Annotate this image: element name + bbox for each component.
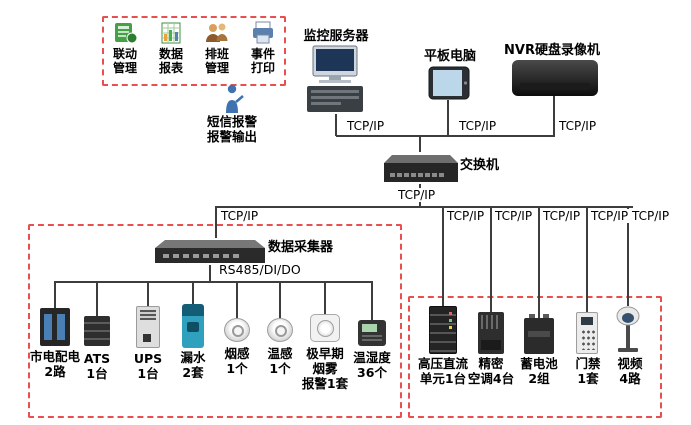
early-smoke-label: 极早期 烟雾 报警1套 [301, 346, 349, 391]
bus-line [215, 206, 633, 208]
battery-label: 蓄电池 2组 [520, 356, 558, 386]
schedule-management-icon [204, 21, 230, 45]
connector-line [192, 283, 194, 304]
temp-detector-icon [267, 318, 293, 342]
bus-line [336, 135, 555, 137]
monitor-server-label: 监控服务器 [303, 29, 369, 44]
connector-line [419, 137, 421, 152]
water-leak-label: 漏水 2套 [180, 350, 206, 380]
video-camera-label: 视频 4路 [617, 356, 643, 386]
connector-line [553, 96, 555, 136]
ats-icon [84, 316, 110, 346]
monitor-server-icon [305, 44, 365, 118]
tcpip-label: TCP/IP [558, 119, 598, 133]
nvr-label: NVR硬盘录像机 [504, 43, 600, 58]
node-event-print: 事件 打印 [240, 16, 286, 86]
temp-humidity-icon [358, 320, 386, 346]
data-report-icon [158, 21, 184, 45]
node-label: 事件 打印 [250, 47, 275, 75]
connector-line [627, 208, 629, 306]
tablet-label: 平板电脑 [423, 49, 476, 64]
smoke-detector-label: 烟感 1个 [224, 346, 250, 376]
network-switch-icon [384, 150, 458, 188]
connector-line [586, 208, 588, 312]
ups-icon [136, 306, 160, 348]
battery-icon [524, 314, 554, 354]
event-print-icon [250, 21, 276, 45]
connector-line [371, 283, 373, 320]
tcpip-label: TCP/IP [446, 209, 486, 223]
rs485-bus-label: RS485/DI/DO [217, 262, 303, 277]
connector-line [447, 100, 449, 136]
sms-person-icon [221, 84, 245, 118]
tcpip-label: TCP/IP [590, 209, 630, 223]
access-control-label: 门禁 1套 [575, 356, 601, 386]
connector-line [209, 265, 211, 282]
ip-device-group-box [408, 296, 662, 418]
ptz-camera-icon [612, 306, 644, 358]
tablet-icon [428, 66, 470, 104]
mains-power-icon [40, 308, 70, 346]
sms-alarm-label: 短信报警 报警输出 [206, 114, 257, 144]
connector-line [490, 208, 492, 312]
connector-line [54, 283, 56, 310]
nvr-icon [512, 60, 598, 96]
node-label: 数据 报表 [158, 47, 183, 75]
tcpip-label: TCP/IP [494, 209, 534, 223]
temp-humidity-label: 温湿度 36个 [353, 350, 391, 380]
bus-line [54, 281, 373, 283]
linkage-management-icon [112, 21, 138, 45]
node-schedule-management: 排班 管理 [194, 16, 240, 86]
tcpip-label: TCP/IP [542, 209, 582, 223]
temp-detector-label: 温感 1个 [267, 346, 293, 376]
tcpip-label: TCP/IP [631, 209, 671, 223]
connector-line [147, 283, 149, 306]
connector-line [236, 283, 238, 318]
connector-line [442, 208, 444, 306]
connector-line [335, 114, 337, 136]
tcpip-label: TCP/IP [397, 188, 437, 202]
node-label: 排班 管理 [204, 47, 229, 75]
connector-line [279, 283, 281, 318]
ats-label: ATS 1台 [83, 351, 111, 381]
water-leak-icon [182, 304, 204, 348]
data-collector-icon [155, 237, 265, 269]
precision-ac-label: 精密 空调4台 [467, 356, 515, 386]
connector-line [96, 283, 98, 316]
ups-label: UPS 1台 [133, 351, 163, 381]
smoke-detector-icon [224, 318, 250, 342]
connector-line [538, 208, 540, 318]
node-label: 联动 管理 [112, 47, 137, 75]
node-linkage-management: 联动 管理 [102, 16, 148, 86]
node-data-report: 数据 报表 [148, 16, 194, 86]
collector-label: 数据采集器 [268, 240, 334, 255]
precision-ac-icon [478, 312, 504, 354]
tcpip-label: TCP/IP [220, 209, 260, 223]
hvdc-label: 高压直流 单元1台 [417, 356, 468, 386]
early-smoke-icon [310, 314, 340, 342]
tcpip-label: TCP/IP [346, 119, 386, 133]
management-items: 联动 管理 数据 报表 排班 管理 事件 打印 [102, 16, 286, 86]
management-group-box [102, 16, 286, 86]
access-keypad-icon [576, 312, 598, 354]
mains-power-label: 市电配电 2路 [29, 349, 80, 379]
connector-line [324, 283, 326, 314]
connector-line [215, 208, 217, 238]
switch-label: 交换机 [460, 158, 500, 173]
hvdc-cabinet-icon [429, 306, 457, 354]
tcpip-label: TCP/IP [458, 119, 498, 133]
